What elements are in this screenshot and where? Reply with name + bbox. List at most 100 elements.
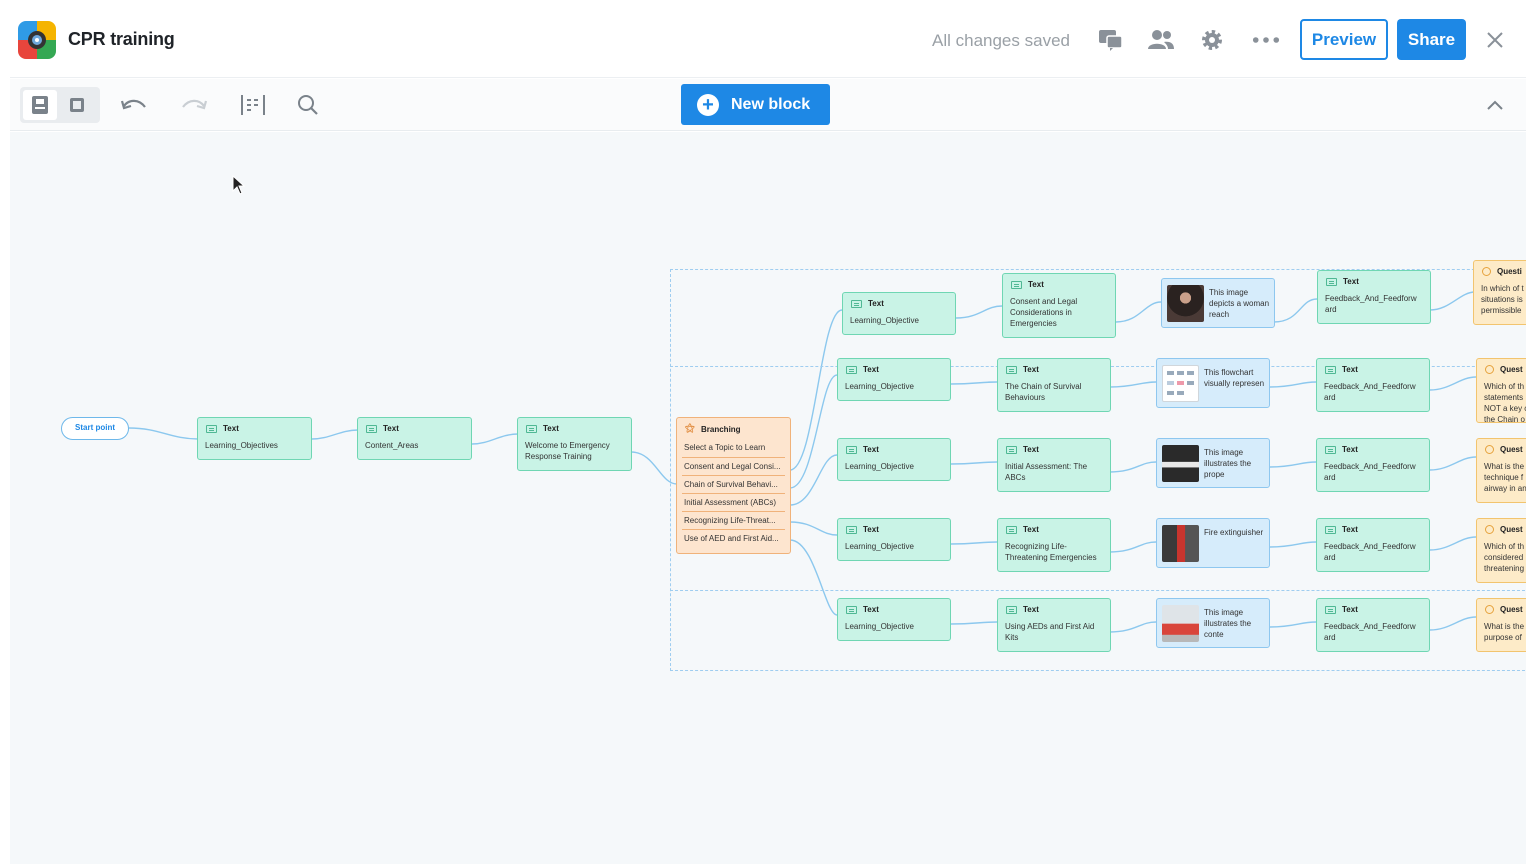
undo-icon[interactable] xyxy=(120,91,148,119)
feedback-node[interactable]: Text Feedback_And_Feedforw ard xyxy=(1316,518,1430,572)
text-block-icon xyxy=(526,424,537,433)
image-caption: This image illustrates the conte xyxy=(1204,608,1252,639)
image-node[interactable]: Fire extinguisher xyxy=(1156,518,1270,568)
node-body: What is the purpose of xyxy=(1484,622,1525,642)
question-node[interactable]: Questi In which of t situations is permi… xyxy=(1473,260,1526,325)
branch-option[interactable]: Use of AED and First Aid... xyxy=(684,534,779,543)
question-node[interactable]: Quest What is the technique f airway in … xyxy=(1476,438,1526,503)
text-block-icon xyxy=(1006,605,1017,614)
image-thumbnail xyxy=(1162,605,1199,642)
redo-icon[interactable] xyxy=(180,91,208,119)
view-toggle xyxy=(20,87,100,123)
node-body: The Chain of Survival Behaviours xyxy=(1005,382,1082,402)
image-node[interactable]: This image illustrates the conte xyxy=(1156,598,1270,648)
branch-option[interactable]: Consent and Legal Consi... xyxy=(684,462,781,471)
image-node[interactable]: This flowchart visually represen xyxy=(1156,358,1270,408)
close-icon[interactable] xyxy=(1481,26,1509,54)
text-block-icon xyxy=(851,299,862,308)
divider xyxy=(682,529,785,530)
divider xyxy=(682,475,785,476)
users-icon[interactable] xyxy=(1147,26,1175,54)
image-node[interactable]: This image illustrates the prope xyxy=(1156,438,1270,488)
text-block-icon xyxy=(1006,525,1017,534)
preview-button[interactable]: Preview xyxy=(1300,19,1388,60)
question-node[interactable]: Quest Which of th statements NOT a key c… xyxy=(1476,358,1526,423)
app-title: CPR training xyxy=(68,29,175,49)
node-body: Learning_Objective xyxy=(845,542,914,551)
node-body: Which of th considered threatening xyxy=(1484,542,1525,573)
branch-option[interactable]: Chain of Survival Behavi... xyxy=(684,480,778,489)
image-caption: Fire extinguisher xyxy=(1204,528,1264,537)
save-status: All changes saved xyxy=(932,31,1070,50)
topic-node[interactable]: Text Initial Assessment: The ABCs xyxy=(997,438,1111,492)
question-node[interactable]: Quest What is the purpose of xyxy=(1476,598,1526,652)
feedback-node[interactable]: Text Feedback_And_Feedforw ard xyxy=(1316,598,1430,652)
topic-node[interactable]: Text Recognizing Life-Threatening Emerge… xyxy=(997,518,1111,572)
topic-node[interactable]: Text Consent and Legal Considerations in… xyxy=(1002,273,1116,338)
more-icon[interactable] xyxy=(1252,26,1280,54)
feedback-node[interactable]: Text Feedback_And_Feedforw ard xyxy=(1316,358,1430,412)
node-body: Learning_Objective xyxy=(845,382,914,391)
node-body: Learning_Objective xyxy=(845,622,914,631)
question-icon xyxy=(1485,605,1494,614)
chevron-up-icon[interactable] xyxy=(1481,91,1509,119)
question-node[interactable]: Quest Which of th considered threatening xyxy=(1476,518,1526,583)
topic-group xyxy=(670,269,1526,671)
learning-objective-node[interactable]: Text Learning_Objective xyxy=(837,358,951,401)
new-block-button[interactable]: + New block xyxy=(681,84,830,125)
text-block-icon xyxy=(366,424,377,433)
learning-objective-node[interactable]: Text Learning_Objective xyxy=(837,438,951,481)
branch-option[interactable]: Initial Assessment (ABCs) xyxy=(684,498,777,507)
image-caption: This flowchart visually represen xyxy=(1204,368,1265,388)
align-icon[interactable] xyxy=(239,91,267,119)
text-block-icon xyxy=(1325,525,1336,534)
gear-icon[interactable] xyxy=(1198,26,1226,54)
node-body: Consent and Legal Considerations in Emer… xyxy=(1010,297,1078,328)
node-body: In which of t situations is permissible xyxy=(1481,284,1524,315)
image-caption: This image depicts a woman reach xyxy=(1209,288,1270,319)
image-thumbnail xyxy=(1167,285,1204,322)
text-block-icon xyxy=(1011,280,1022,289)
node-body: Learning_Objectives xyxy=(205,441,278,450)
text-block-icon xyxy=(1325,445,1336,454)
text-block-icon xyxy=(846,445,857,454)
node-body: What is the technique f airway in an xyxy=(1484,462,1526,493)
divider xyxy=(682,511,785,512)
new-block-label: New block xyxy=(731,95,811,113)
learning-objective-node[interactable]: Text Learning_Objective xyxy=(837,518,951,561)
image-thumbnail xyxy=(1162,365,1199,402)
node-body: Feedback_And_Feedforw ard xyxy=(1324,382,1416,402)
text-block-icon xyxy=(206,424,217,433)
share-button[interactable]: Share xyxy=(1397,19,1466,60)
image-caption: This image illustrates the prope xyxy=(1204,448,1252,479)
image-node[interactable]: This image depicts a woman reach xyxy=(1161,278,1275,328)
branch-option[interactable]: Recognizing Life-Threat... xyxy=(684,516,776,525)
start-point[interactable]: Start point xyxy=(61,417,129,440)
comments-icon[interactable] xyxy=(1097,26,1125,54)
text-block-icon xyxy=(1325,605,1336,614)
divider xyxy=(682,493,785,494)
text-block-icon xyxy=(846,365,857,374)
flow-view-icon[interactable] xyxy=(23,90,57,120)
search-icon[interactable] xyxy=(294,91,322,119)
node-body: Feedback_And_Feedforw ard xyxy=(1324,622,1416,642)
flow-canvas[interactable]: Start point Text Learning_Objectives Tex… xyxy=(10,132,1526,864)
feedback-node[interactable]: Text Feedback_And_Feedforw ard xyxy=(1316,438,1430,492)
divider xyxy=(682,457,785,458)
learning-objective-node[interactable]: Text Learning_Objective xyxy=(842,292,956,335)
node-body: Feedback_And_Feedforw ard xyxy=(1324,542,1416,562)
feedback-node[interactable]: Text Feedback_And_Feedforw ard xyxy=(1317,270,1431,324)
topic-node[interactable]: Text Using AEDs and First Aid Kits xyxy=(997,598,1111,652)
text-node[interactable]: Text Learning_Objectives xyxy=(197,417,312,460)
question-icon xyxy=(1482,267,1491,276)
topic-node[interactable]: Text The Chain of Survival Behaviours xyxy=(997,358,1111,412)
text-node[interactable]: Text Welcome to Emergency Response Train… xyxy=(517,417,632,471)
branching-node[interactable]: ⚝Branching Select a Topic to Learn Conse… xyxy=(676,417,791,554)
text-block-icon xyxy=(846,525,857,534)
block-view-icon[interactable] xyxy=(60,90,94,120)
text-block-icon xyxy=(1326,277,1337,286)
learning-objective-node[interactable]: Text Learning_Objective xyxy=(837,598,951,641)
app-logo-icon xyxy=(18,21,56,59)
text-node[interactable]: Text Content_Areas xyxy=(357,417,472,460)
node-body: Learning_Objective xyxy=(850,316,919,325)
